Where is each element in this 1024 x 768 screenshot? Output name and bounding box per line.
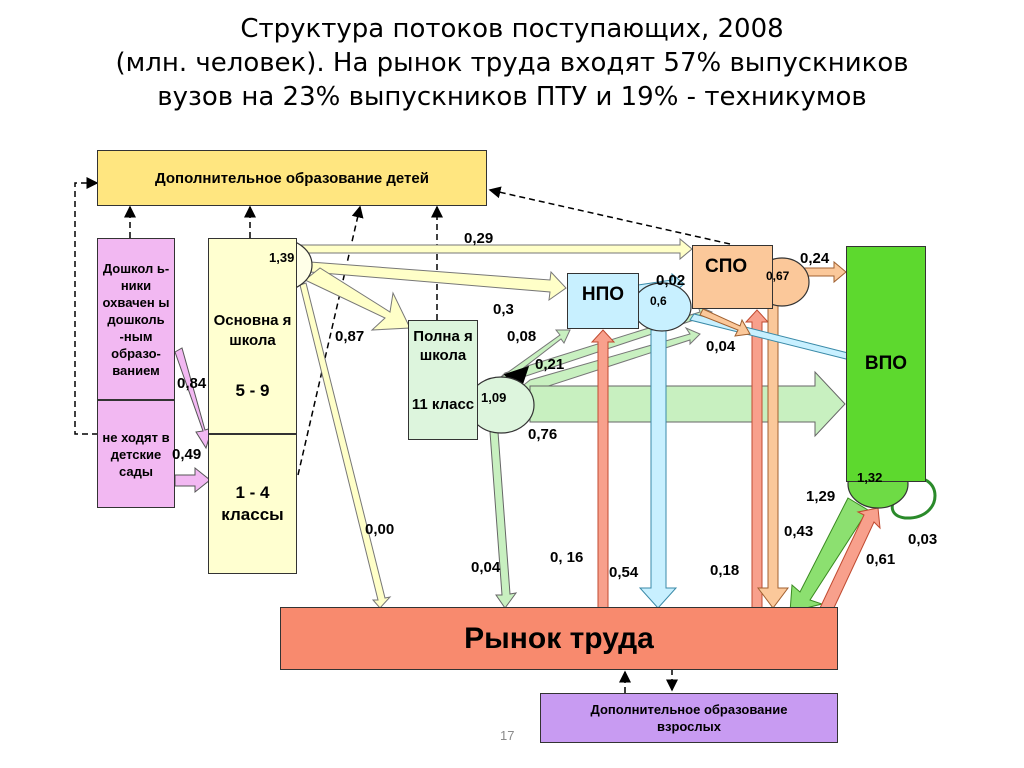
primary-grades-label: 1 - 4 классы [221,483,284,524]
flow-arrow-004-spo-vpo [699,308,751,337]
flow-label-076: 0,76 [528,426,558,443]
dashed-arrow-preschool-loop [74,177,99,435]
flow-label-008: 0,08 [507,328,537,345]
box-spo: СПО [692,245,773,309]
flow-arrow-000 [299,282,392,609]
flow-label-043: 0,43 [784,523,814,540]
flow-label-004a: 0,04 [706,338,736,355]
dashed-arrows [74,177,731,693]
npo-label: НПО [581,284,625,305]
flow-arrow-003-loop [890,475,937,520]
preschool-covered-label: Дошкол ь-ники охвачен ы дошколь -ным обр… [102,260,170,378]
flow-label-021: 0,21 [535,356,565,373]
title-line-1: Структура потоков поступающих, 2008 [240,14,784,44]
flow-arrow-087 [304,267,411,331]
page-number: 17 [500,728,515,743]
box-preschool-covered: Дошкол ь-ники охвачен ы дошколь -ным обр… [97,238,175,400]
flow-label-061: 0,61 [866,551,896,568]
flow-label-002: 0,02 [656,272,686,289]
flow-arrow-084 [174,347,213,450]
node-value-full: 1,09 [481,390,507,405]
flow-label-024: 0,24 [800,250,830,267]
box-primary-school: 1 - 4 классы [208,434,297,574]
flow-arrow-016 [590,329,616,609]
flow-label-016: 0, 16 [550,549,584,566]
slide-title: Структура потоков поступающих, 2008 (млн… [0,12,1024,114]
flow-label-049: 0,49 [172,446,202,463]
labor-market-label: Рынок труда [464,621,654,655]
full-grade-label: 11 класс [411,396,475,413]
adult-edu-label: Дополнительное образование взрослых [590,702,788,734]
flow-label-003: 0,03 [908,531,938,548]
node-value-spo: 0,67 [766,269,790,283]
child-edu-label: Дополнительное образование детей [155,169,429,187]
box-vpo: ВПО [846,246,926,482]
flow-label-000: 0,00 [365,521,395,538]
spo-label: СПО [705,256,748,277]
box-npo: НПО [567,273,639,329]
box-adult-education: Дополнительное образование взрослых [540,693,838,743]
flow-arrow-076 [529,370,846,438]
flow-label-087: 0,87 [335,328,365,345]
flow-label-03: 0,3 [493,301,514,318]
flow-arrow-018 [744,309,770,609]
basic-school-label: Основна я школа [213,312,292,349]
flow-label-018: 0,18 [710,562,740,579]
title-line-2: (млн. человек). На рынок труда входят 57… [115,48,909,78]
flow-arrow-03 [309,261,567,302]
box-basic-school: Основна я школа 5 - 9 [208,238,297,434]
flow-arrow-054 [638,329,678,609]
box-child-education: Дополнительное образование детей [97,150,487,206]
flow-label-054: 0,54 [609,564,639,581]
flow-arrow-061 [819,507,881,613]
title-line-3: вузов на 23% выпускников ПТУ и 19% - тех… [157,82,867,112]
flow-arrow-049 [174,466,211,494]
flow-label-084: 0,84 [177,375,207,392]
flow-label-129: 1,29 [806,488,836,505]
node-value-vpo: 1,32 [857,470,883,485]
dashed-arrow-primary-up [297,205,364,476]
flow-label-004b: 0,04 [471,559,501,576]
flow-arrow-spo-labor [757,304,789,609]
box-labor-market: Рынок труда [280,607,838,670]
box-preschool-not: не ходят в детские сады [97,400,175,508]
flow-arrow-004-labor [489,431,518,609]
preschool-not-label: не ходят в детские сады [102,429,170,479]
dashed-arrow-spo-up [488,186,731,245]
vpo-label: ВПО [864,353,908,374]
flow-label-029: 0,29 [464,230,494,247]
box-full-school: Полна я школа 11 класс [408,320,478,440]
node-value-basic: 1,39 [269,250,295,265]
full-school-label: Полна я школа [413,328,473,364]
flow-arrow-021 [519,326,701,393]
node-value-npo: 0,6 [650,294,667,308]
flow-arrow-029 [296,237,693,261]
basic-grades-label: 5 - 9 [235,381,270,400]
